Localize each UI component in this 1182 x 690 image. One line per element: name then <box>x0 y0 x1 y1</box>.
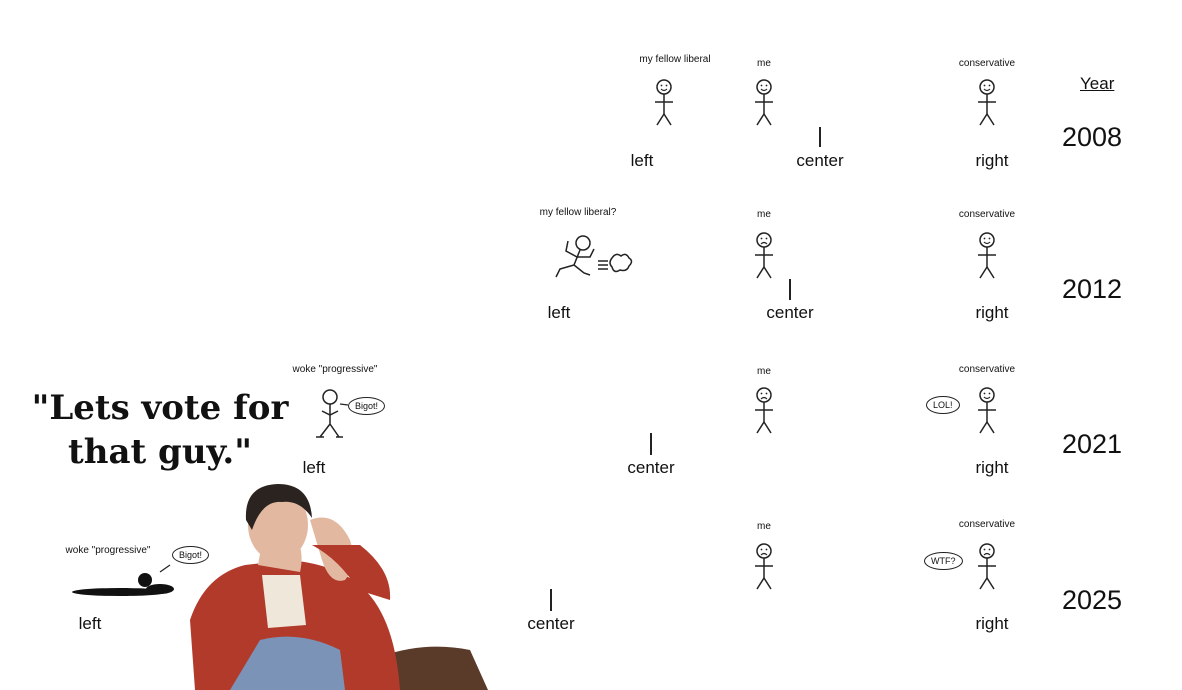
spectrum-line-2012 <box>545 279 1010 300</box>
center-label-2021: center <box>627 458 675 477</box>
spectrum-line-2021 <box>300 433 1010 455</box>
left-label-2012: left <box>547 303 571 322</box>
fellow-liberal-figure-2008 <box>654 79 674 126</box>
conservative-label-2025: conservative <box>958 519 1016 530</box>
running-liberal-figure-2012 <box>555 235 633 278</box>
caption-line-2: that guy." <box>68 432 252 472</box>
me-label-2012: me <box>757 209 771 220</box>
right-label-2021: right <box>975 458 1009 477</box>
me-figure-2021 <box>754 387 774 434</box>
year-2021: 2021 <box>1062 429 1123 459</box>
right-label-2008: right <box>975 151 1009 170</box>
lol-speech-bubble-2021: LOL! <box>926 396 960 414</box>
year-2025: 2025 <box>1062 585 1123 615</box>
bigot-speech-bubble-2021: Bigot! <box>348 397 386 415</box>
me-figure-2008 <box>754 79 774 126</box>
caption-quote: "Lets vote for that guy." <box>10 386 310 474</box>
fellow-liberal-label-2008: my fellow liberal <box>639 54 711 65</box>
caption-line-1: "Lets vote for <box>31 388 289 428</box>
conservative-label-2021: conservative <box>958 364 1016 375</box>
man-in-red-jacket-photo <box>190 484 488 690</box>
woke-progressive-label-2025: woke "progressive" <box>65 545 151 556</box>
me-figure-2012 <box>754 232 774 279</box>
conservative-figure-2012 <box>977 232 997 279</box>
right-label-2025: right <box>975 614 1009 633</box>
left-label-2021: left <box>302 458 326 477</box>
conservative-figure-2008 <box>977 79 997 126</box>
conservative-figure-2025 <box>977 543 997 590</box>
year-2012: 2012 <box>1062 274 1123 304</box>
bigot-speech-bubble-2025: Bigot! <box>172 546 210 564</box>
center-label-2008: center <box>796 151 844 170</box>
conservative-label-2008: conservative <box>958 58 1016 69</box>
me-label-2025: me <box>757 521 771 532</box>
conservative-label-2012: conservative <box>958 209 1016 220</box>
left-label-2025: left <box>78 614 102 633</box>
me-label-2008: me <box>757 58 771 69</box>
me-figure-2025 <box>754 543 774 590</box>
woke-progressive-figure-2021 <box>316 389 343 438</box>
woke-progressive-label-2021: woke "progressive" <box>292 364 378 375</box>
center-label-2012: center <box>766 303 814 322</box>
wtf-speech-bubble-2025: WTF? <box>924 552 963 570</box>
me-label-2021: me <box>757 366 771 377</box>
fellow-liberal-label-2012: my fellow liberal? <box>539 207 617 218</box>
spectrum-line-2008 <box>628 127 1010 147</box>
year-column-label: Year <box>1080 74 1115 93</box>
year-2008: 2008 <box>1062 122 1123 152</box>
fallen-progressive-figure-2025 <box>72 573 174 596</box>
right-label-2012: right <box>975 303 1009 322</box>
left-label-2008: left <box>630 151 654 170</box>
center-label-2025: center <box>527 614 575 633</box>
conservative-figure-2021 <box>977 387 997 434</box>
